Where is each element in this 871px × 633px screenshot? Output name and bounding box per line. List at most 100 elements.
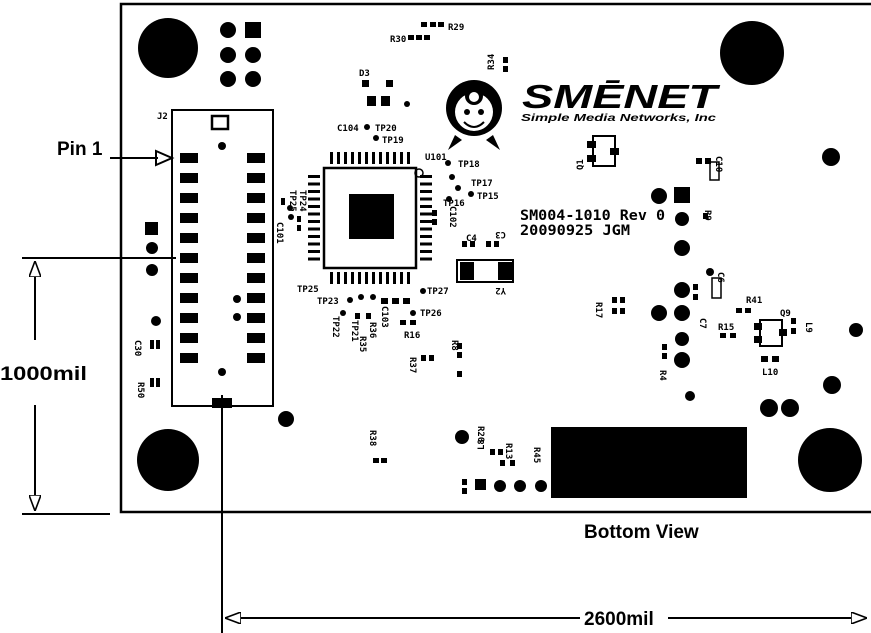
refdes-tp25a: TP25 [287,190,297,212]
qfp-pin [308,227,320,231]
qfp-pin [308,205,320,208]
qfp-pin [308,190,320,193]
refdes-tp19: TP19 [382,136,404,146]
refdes-c6: C6 [715,272,725,283]
qfp-pin [379,152,382,164]
smenet-logo: SMĒNET Simple Media Networks, Inc [446,78,721,150]
qfp-pin [407,152,410,164]
qfp-pin [420,175,432,178]
qfp-pin [420,205,432,208]
qfp-pin [308,175,320,178]
refdes-q9: Q9 [780,309,791,319]
refdes-d3: D3 [359,69,370,79]
left-pads [145,222,294,427]
ic-u101 [308,152,432,284]
refdes-tp16: TP16 [443,199,465,209]
qfp-pin [379,272,382,284]
refdes-r36: R36 [367,322,377,338]
refdes-c101: C101 [274,222,284,244]
refdes-r35: R35 [357,336,367,352]
qfp-pin [386,272,389,284]
qfp-pin [358,152,361,164]
qfp-pin [337,152,340,164]
qfp-pin [400,152,403,164]
refdes-l8: L8 [477,439,487,450]
right-side-pads [587,135,863,417]
small-components [281,22,515,494]
refdes-l10: L10 [762,368,778,378]
refdes-tp27: TP27 [427,287,449,297]
qfp-pin [393,152,396,164]
qfp-pin [308,182,320,186]
refdes-r15: R15 [718,323,734,333]
qfp-pin [308,257,320,261]
qfp-pin [393,272,396,284]
qfp-pin [351,152,354,164]
refdes-r37: R37 [407,357,417,373]
refdes-l9: L9 [803,322,813,333]
refdes-c102: C102 [447,206,457,228]
qfp-pin [407,272,410,284]
refdes-tp24: TP24 [297,190,307,212]
bottom-view-label: Bottom View [584,522,699,543]
refdes-r50: R50 [135,382,145,398]
qfp-pin [308,242,320,246]
mounting-hole-bottom-right [798,428,862,492]
part-number: SM004-1010 Rev 0 [520,208,665,224]
qfp-pin [420,197,432,201]
header-pads-top-left [220,22,261,87]
qfp-pin [308,197,320,201]
refdes-r13: R13 [503,443,513,459]
logo-tagline: Simple Media Networks, Inc [521,113,717,124]
qfp-pin [420,182,432,186]
qfp-pin [365,152,368,164]
refdes-r30: R30 [390,35,406,45]
refdes-r41: R41 [746,296,762,306]
logo-brand: SMĒNET [522,78,721,115]
qfp-pin [420,250,432,253]
dimension-graphics [22,157,866,633]
refdes-r45: R45 [531,447,541,463]
qfp-pin [400,272,403,284]
qfp-pin [344,152,347,164]
qfp-pin [308,235,320,238]
refdes-r16: R16 [404,331,420,341]
qfp-pin [420,235,432,238]
qfp-pin [330,272,333,284]
refdes-r29: R29 [448,23,464,33]
pin1-label: Pin 1 [57,139,103,160]
qfp-pin [344,272,347,284]
refdes-r4: R4 [657,370,667,381]
refdes-u101: U101 [425,153,447,163]
reference-designators: J2 R29 R30 R34 D3 C104 TP20 TP19 U101 TP… [132,23,813,463]
refdes-r8: R8 [449,340,459,351]
refdes-y2: Y2 [495,285,506,295]
qfp-pin [358,272,361,284]
qfp-pin [420,212,432,216]
refdes-q1: Q1 [576,159,586,170]
refdes-j2: J2 [157,112,168,122]
qfp-pin [372,272,375,284]
mounting-hole-bottom-left [137,429,199,491]
refdes-r9: R9 [702,210,712,221]
refdes-tp15: TP15 [477,192,499,202]
qfp-pin [337,272,340,284]
qfp-pin [420,227,432,231]
refdes-tp23: TP23 [317,297,339,307]
qfp-pin [365,272,368,284]
qfp-pin [308,212,320,216]
refdes-r17: R17 [593,302,603,318]
qfp-pin [351,272,354,284]
refdes-tp25b: TP25 [297,285,319,295]
refdes-c10: C10 [713,156,723,172]
width-dimension-label: 2600mil [584,609,654,630]
refdes-tp18: TP18 [458,160,480,170]
crystal-y2 [456,259,514,283]
qfp-pin [308,220,320,223]
qfp-pin [420,242,432,246]
mounting-hole-top-left [138,18,198,78]
refdes-c103: C103 [379,306,389,328]
qfp-pin [420,220,432,223]
refdes-c104: C104 [337,124,359,134]
